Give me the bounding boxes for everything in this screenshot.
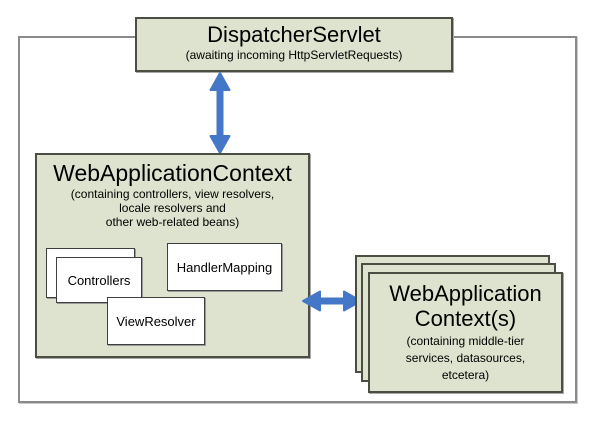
controllers-box: Controllers (56, 257, 142, 303)
web-application-contexts-title-line2: Context(s) (414, 306, 517, 331)
dispatcher-servlet-title: DispatcherServlet (207, 22, 381, 47)
web-application-contexts-subtitle-line1: (containing middle-tier (406, 334, 525, 348)
handler-mapping-box: HandlerMapping (167, 243, 282, 291)
web-application-contexts-subtitle-line3: etcetera) (441, 368, 490, 382)
dispatcher-servlet-subtitle: (awaiting incoming HttpServletRequests) (185, 48, 403, 62)
web-application-contexts-box: WebApplication Context(s) (containing mi… (368, 272, 563, 393)
web-application-contexts-subtitle-line2: services, datasources, (405, 351, 526, 365)
web-application-contexts-title-line1: WebApplication (389, 281, 542, 306)
web-application-context-subtitle-line2: locale resolvers and (119, 201, 226, 215)
view-resolver-box: ViewResolver (107, 297, 205, 345)
handler-mapping-label: HandlerMapping (176, 259, 273, 275)
web-application-context-subtitle-line1: (containing controllers, view resolvers, (70, 187, 275, 201)
web-application-context-subtitle-line3: other web-related beans) (105, 215, 240, 229)
web-application-context-box: WebApplicationContext (containing contro… (35, 153, 310, 358)
controllers-label: Controllers (67, 272, 131, 288)
view-resolver-label: ViewResolver (116, 313, 196, 329)
web-application-context-title: WebApplicationContext (53, 160, 292, 186)
dispatcher-servlet-box: DispatcherServlet (awaiting incoming Htt… (135, 17, 453, 72)
